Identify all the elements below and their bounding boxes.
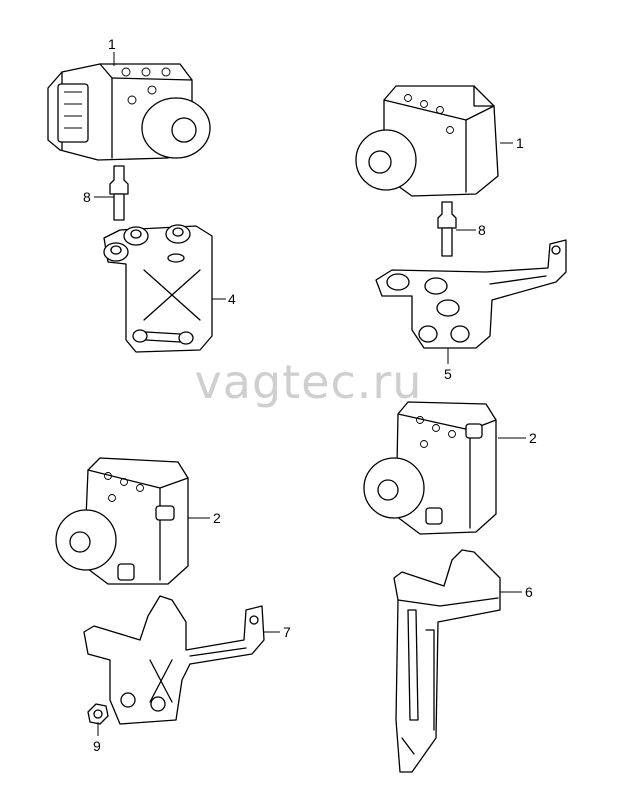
callout-6: 6 bbox=[525, 584, 533, 600]
watermark: vagtec.ru bbox=[194, 355, 423, 409]
bolt-8-left bbox=[109, 165, 129, 221]
bolt-8-right bbox=[437, 201, 457, 257]
callout-4: 4 bbox=[228, 291, 236, 307]
bracket-6 bbox=[393, 549, 501, 773]
callout-2-right: 2 bbox=[529, 430, 537, 446]
abs-unit-middle-right bbox=[363, 401, 497, 535]
abs-unit-bottom-left bbox=[55, 457, 189, 585]
abs-unit-top-left bbox=[47, 63, 211, 161]
callout-9: 9 bbox=[93, 738, 101, 754]
abs-unit-top-right bbox=[355, 85, 499, 197]
bracket-4 bbox=[103, 224, 213, 353]
callout-2-left: 2 bbox=[213, 510, 221, 526]
callout-5: 5 bbox=[444, 366, 452, 382]
callout-8-left: 8 bbox=[83, 189, 91, 205]
bracket-7 bbox=[83, 595, 265, 725]
callout-1-top-left: 1 bbox=[108, 36, 116, 52]
callout-1-top-right: 1 bbox=[516, 135, 524, 151]
callout-7: 7 bbox=[283, 624, 291, 640]
bracket-5 bbox=[375, 239, 567, 349]
nut-9 bbox=[87, 703, 109, 725]
leader-lines bbox=[94, 52, 526, 736]
callout-8-right: 8 bbox=[478, 222, 486, 238]
